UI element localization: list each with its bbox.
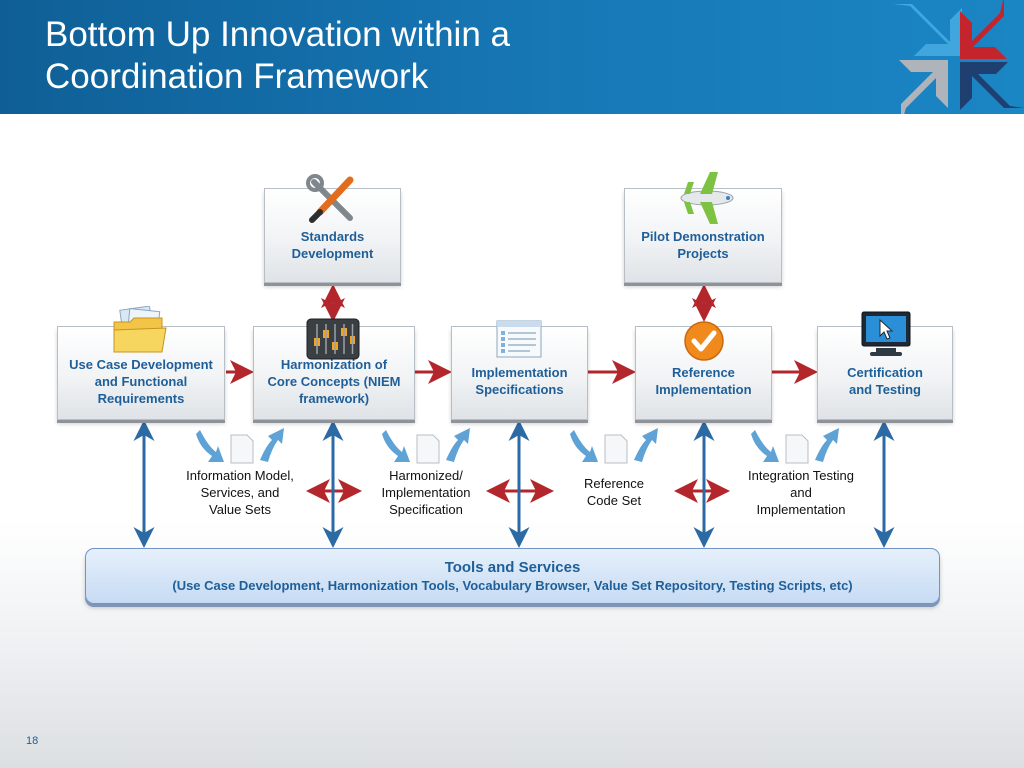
box-label: Pilot Demonstration Projects — [641, 228, 765, 261]
box-label: Reference Implementation — [655, 365, 752, 397]
tools-title: Tools and Services — [444, 559, 581, 576]
box-label: Implementation Specifications — [471, 365, 568, 397]
header-band: Bottom Up Innovation within a Coordinati… — [0, 0, 1024, 114]
folder-icon — [113, 306, 167, 353]
page-number: 18 — [26, 735, 39, 747]
box-label: Certification and Testing — [847, 365, 923, 397]
logo-arrows-icon — [893, 0, 1024, 114]
artifact-label: Information Model, Services, and Value S… — [186, 468, 294, 517]
tools-and-services-bar: Tools and Services (Use Case Development… — [85, 548, 940, 604]
wrench-screwdriver-icon — [306, 174, 354, 223]
curved-arrow-out-icon — [446, 428, 470, 462]
box-label: Standards Development — [291, 228, 374, 261]
curved-arrow-out-icon — [815, 428, 839, 462]
curved-arrow-out-icon — [260, 428, 284, 462]
tools-subtitle: (Use Case Development, Harmonization Too… — [172, 578, 853, 593]
curved-arrow-in-icon — [196, 430, 224, 462]
airplane-icon — [680, 172, 734, 224]
document-list-icon — [496, 320, 542, 358]
document-icon — [416, 434, 440, 464]
monitor-cursor-icon — [861, 311, 911, 356]
curved-arrow-in-icon — [570, 430, 598, 462]
standards-development-box: Standards Development — [264, 188, 401, 283]
document-icon — [604, 434, 628, 464]
reference-implementation-box: Reference Implementation — [635, 326, 772, 420]
checkmark-badge-icon — [684, 321, 724, 361]
box-label: Harmonization of Core Concepts (NIEM fra… — [267, 356, 401, 406]
artifact-label: Harmonized/ Implementation Specification — [381, 468, 471, 517]
curved-arrow-out-icon — [634, 428, 658, 462]
document-icon — [785, 434, 809, 464]
box-label: Use Case Development and Functional Requ… — [69, 356, 213, 406]
slide-title: Bottom Up Innovation within a Coordinati… — [45, 15, 510, 96]
curved-arrow-in-icon — [751, 430, 779, 462]
document-icon — [230, 434, 254, 464]
curved-arrow-in-icon — [382, 430, 410, 462]
artifact-label: Integration Testing and Implementation — [748, 468, 854, 517]
mixer-sliders-icon — [306, 318, 360, 360]
artifact-label: Reference Code Set — [584, 476, 644, 508]
